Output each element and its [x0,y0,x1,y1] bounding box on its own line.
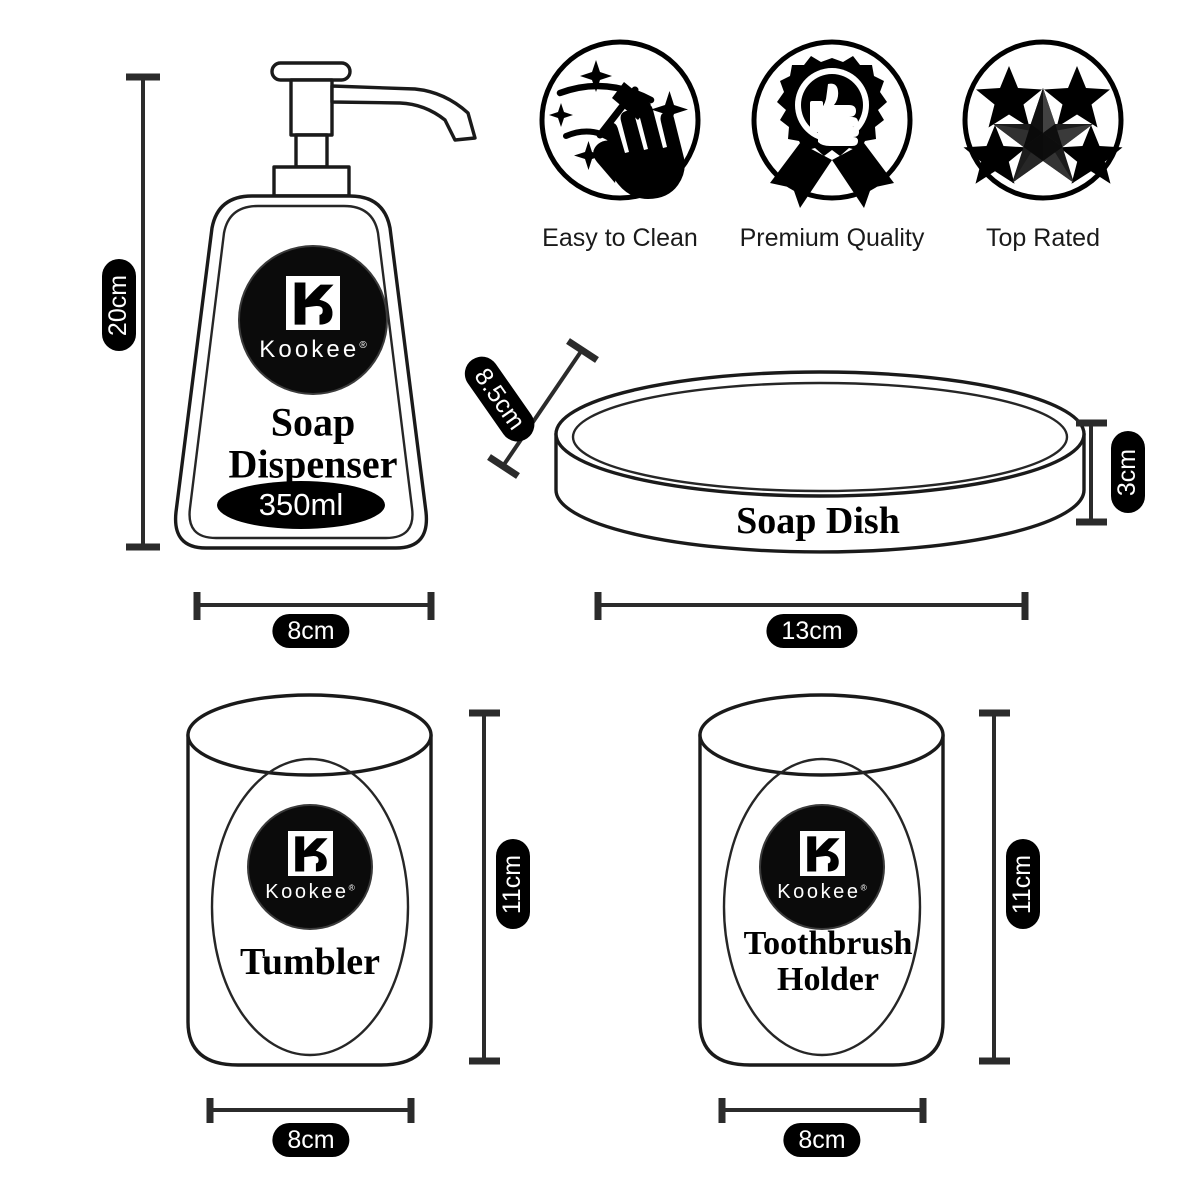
feature-icon-easy-to-clean [539,39,701,201]
dimension-line-dish-depth [487,338,599,479]
feature-caption-easy-to-clean: Easy to Clean [542,224,698,252]
kookee-logo-dispenser: Kookee® [240,247,386,393]
kookee-logo-tumbler: Kookee® [249,806,371,928]
kookee-wordmark-dispenser: Kookee® [259,336,367,363]
kookee-wordmark-tumbler: Kookee® [265,880,355,903]
kookee-k-mark-icon [287,830,333,876]
dimension-line-tumbler-width [206,1098,415,1123]
dimension-value: 3cm [1113,448,1142,496]
dimension-line-tumbler-height [469,709,500,1065]
dimension-line-dispenser-width [193,592,435,620]
product-name-line-2: Dispenser [228,442,398,487]
dimension-line-dish-width [594,592,1029,620]
dimension-value: 11cm [1008,854,1037,914]
dimension-line-toothbrush-width [718,1098,927,1123]
product-soap-dish [554,370,1086,554]
dimension-label-toothbrush-height: 11cm [1006,839,1040,929]
dimension-line-toothbrush-height [979,709,1010,1065]
product-name-line-1: Soap [270,399,356,445]
dimension-label-dispenser-width: 8cm [272,614,350,648]
dimension-label-tumbler-width: 8cm [272,1123,350,1157]
product-name-line-1: Toothbrush [743,924,913,962]
kookee-logo-toothbrush-holder: Kookee® [761,806,883,928]
feature-icon-premium-quality [751,39,913,208]
product-name-tumbler: Tumbler [239,940,381,983]
product-name-toothbrush-holder: Toothbrush Holder [743,924,913,998]
kookee-k-mark-icon [799,830,845,876]
dimension-label-tumbler-height: 11cm [496,839,530,929]
kookee-wordmark-toothbrush-holder: Kookee® [777,880,867,903]
dimension-label-toothbrush-width: 8cm [783,1123,861,1157]
dimension-label-dish-height: 3cm [1111,431,1145,513]
product-name-soap-dispenser: Soap Dispenser [228,399,398,487]
kookee-k-mark-icon [286,276,340,330]
dimension-label-dispenser-height: 20cm [102,259,136,351]
feature-caption-top-rated: Top Rated [986,224,1100,252]
product-name-line-2: Holder [777,961,879,998]
volume-label-350ml: 350ml [258,487,344,522]
dimension-line-dish-height [1076,419,1107,526]
product-name-soap-dish: Soap Dish [736,499,900,542]
dimension-label-dish-width: 13cm [766,614,858,648]
feature-caption-premium-quality: Premium Quality [739,224,925,252]
feature-icon-top-rated [962,39,1124,201]
dimension-value: 20cm [104,274,133,336]
dimension-value: 11cm [498,854,527,914]
dimension-line-dispenser-height [126,73,160,551]
